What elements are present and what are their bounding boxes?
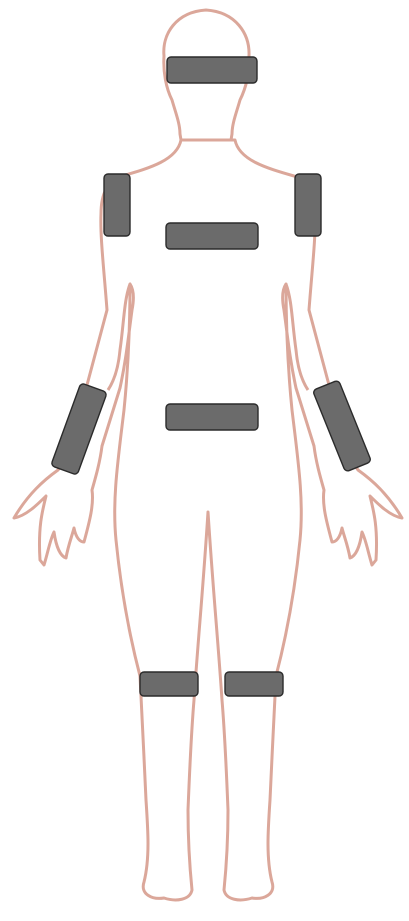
sensor-waist	[166, 404, 258, 430]
sensor-right-shoulder	[104, 174, 130, 236]
sensor-upper-chest	[166, 223, 258, 249]
body-silhouette-outline	[14, 140, 402, 900]
sensor-right-knee	[140, 672, 198, 696]
sensor-head	[167, 57, 257, 83]
sensor-left-shoulder	[295, 174, 321, 236]
sensor-left-knee	[225, 672, 283, 696]
